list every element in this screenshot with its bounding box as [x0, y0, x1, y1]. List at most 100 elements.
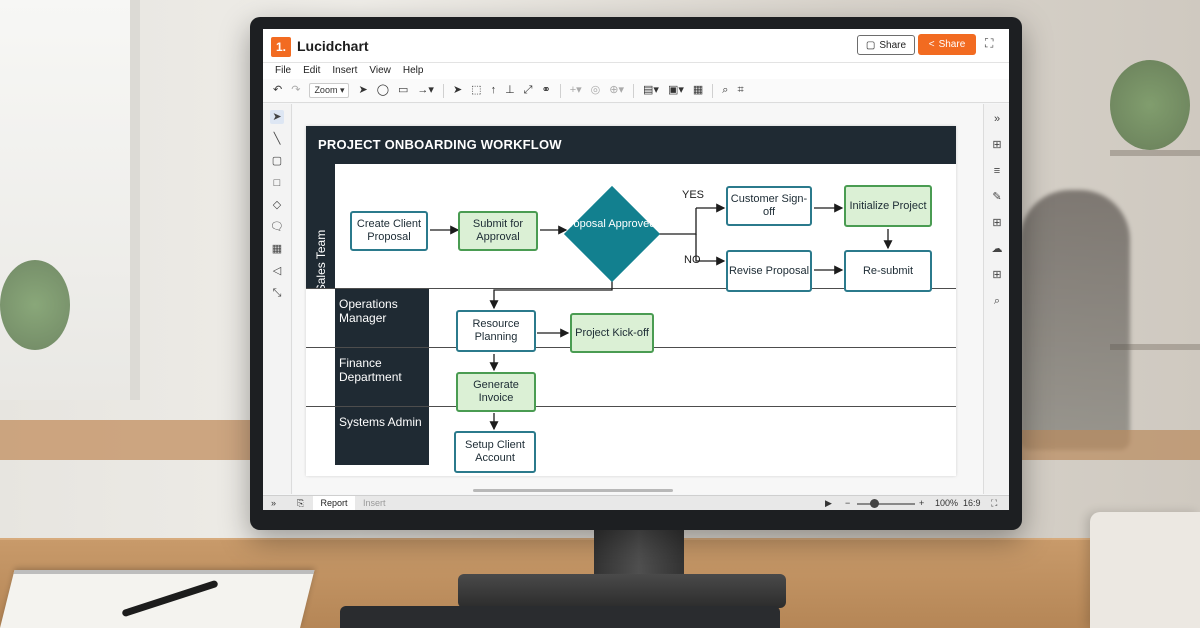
add-panel-icon[interactable]: ⊞ — [992, 139, 1002, 151]
lane-divider — [306, 406, 956, 407]
diagonal-arrow-icon[interactable]: ⤢ — [523, 84, 533, 96]
toolbar-divider — [442, 83, 444, 98]
rect-icon[interactable]: □ — [273, 177, 281, 189]
coffee-mug — [1090, 512, 1200, 628]
zoom-label: Zoom — [314, 85, 338, 95]
node-customer-signoff[interactable]: Customer Sign-off — [726, 186, 812, 226]
node-setup-client-account[interactable]: Setup Client Account — [454, 431, 536, 473]
node-generate-invoice[interactable]: Generate Invoice — [456, 372, 536, 412]
toolbar: ↶ ↷ Zoom ▾ ➤ ◯ ▭ →▾ ➤ ⬚ ↑ ⊥ ⤢ ⚭ +▾ ◎ ⊕▾ … — [263, 79, 1009, 103]
tab-report[interactable]: Report — [313, 496, 355, 510]
pointer-icon[interactable]: ➤ — [358, 84, 368, 96]
zoom-in-icon[interactable]: + — [919, 498, 925, 508]
add-page-icon[interactable]: ⊞ — [992, 269, 1002, 281]
zoom-level[interactable]: 100% — [935, 498, 959, 508]
menu-file[interactable]: File — [275, 65, 292, 76]
menu-help[interactable]: Help — [402, 65, 424, 76]
monitor: 1. Lucidchart ▢ Share < Share ⛶ File Edi… — [250, 17, 1022, 530]
node-create-client-proposal[interactable]: Create Client Proposal — [350, 211, 428, 251]
add-shape-icon[interactable]: ⊞ — [992, 217, 1002, 229]
crop-frame-icon[interactable]: ⬚ — [471, 84, 482, 96]
node-proposal-approved: Proposal Approved? — [562, 218, 662, 230]
toolbar-divider — [559, 83, 561, 98]
lane-header-systems[interactable]: Systems Admin — [335, 407, 429, 465]
keyboard — [340, 606, 780, 628]
zoom-out-icon[interactable]: − — [845, 498, 851, 508]
select-icon[interactable]: ➤ — [452, 84, 463, 96]
crop-icon[interactable]: ⌗ — [737, 84, 744, 96]
add-icon[interactable]: +▾ — [569, 84, 582, 96]
collapse-icon[interactable]: » — [271, 498, 277, 508]
zoom-slider-handle[interactable] — [870, 499, 879, 508]
fullscreen-icon[interactable]: ⛶ — [985, 36, 994, 50]
format-icon[interactable]: ▣▾ — [667, 84, 684, 96]
share-secondary-label: Share — [879, 39, 907, 51]
fit-screen-icon[interactable]: ⛶ — [991, 498, 998, 508]
rectangle-icon[interactable]: ▭ — [398, 84, 409, 96]
plus-dropdown-icon[interactable]: ⊕▾ — [609, 84, 625, 96]
pointer-icon[interactable]: ➤ — [270, 110, 284, 124]
arrow-head-icon[interactable]: ◁ — [272, 265, 282, 277]
menu-view[interactable]: View — [369, 65, 391, 76]
arrow-line-icon[interactable]: →▾ — [417, 84, 434, 96]
node-revise-proposal[interactable]: Revise Proposal — [726, 250, 812, 292]
share-secondary-button[interactable]: ▢ Share — [857, 35, 915, 55]
zoom-slider[interactable] — [857, 503, 915, 505]
canvas[interactable]: PROJECT ONBOARDING WORKFLOW Sales Team O… — [293, 104, 983, 494]
node-resubmit[interactable]: Re-submit — [844, 250, 932, 292]
align-bottom-icon[interactable]: ⊥ — [505, 84, 515, 96]
table-icon[interactable]: ▦ — [692, 84, 704, 96]
connector-to-no — [695, 234, 704, 262]
diagram-page[interactable]: PROJECT ONBOARDING WORKFLOW Sales Team O… — [306, 126, 956, 476]
ellipse-icon[interactable]: ◯ — [376, 84, 390, 96]
app-logo[interactable]: 1. — [271, 37, 291, 57]
line-icon[interactable]: ╲ — [273, 133, 281, 145]
expand-icon[interactable]: » — [993, 113, 1001, 125]
present-icon[interactable]: ▶ — [825, 498, 832, 508]
menu-insert[interactable]: Insert — [332, 65, 358, 76]
diagonal-icon[interactable]: ⤡ — [272, 287, 282, 299]
branch-no-label: NO — [684, 254, 701, 266]
left-shape-toolbar: ➤ ╲ ▢ □ ◇ 🗨 ▦ ◁ ⤡ — [263, 104, 292, 494]
status-bar: » ⎘ Report Insert ▶ − + 100% 16:9 ⛶ — [263, 495, 1009, 510]
monitor-stand-base — [458, 574, 786, 608]
lane-header-operations[interactable]: Operations Manager — [335, 289, 429, 347]
tab-insert[interactable]: Insert — [363, 498, 386, 508]
right-panel-toolbar: » ⊞ ≡ ✎ ⊞ ☁ ⊞ ⌕ — [983, 104, 1009, 494]
search-icon[interactable]: ⌕ — [722, 84, 729, 96]
branch-yes-label: YES — [682, 189, 705, 201]
timer-icon[interactable]: ◎ — [590, 84, 601, 96]
note-icon[interactable]: 🗨 — [270, 221, 284, 233]
share-button[interactable]: < Share — [918, 34, 976, 55]
node-resource-planning[interactable]: Resource Planning — [456, 310, 536, 352]
link-icon[interactable]: ⚭ — [541, 84, 551, 96]
horizontal-scrollbar[interactable] — [473, 489, 673, 492]
node-submit-for-approval[interactable]: Submit for Approval — [458, 211, 538, 251]
page-icon[interactable]: ⎘ — [297, 498, 305, 508]
arrow-up-icon[interactable]: ↑ — [490, 84, 497, 96]
background-right-desk — [1020, 430, 1200, 460]
background-side-desk — [0, 420, 260, 460]
undo-icon[interactable]: ↶ — [273, 84, 283, 96]
node-initialize-project[interactable]: Initialize Project — [844, 185, 932, 227]
list-icon[interactable]: ≡ — [993, 165, 1001, 177]
edit-icon[interactable]: ✎ — [992, 191, 1002, 203]
grid-shape-icon[interactable]: ▦ — [271, 243, 283, 255]
toolbar-divider — [633, 83, 635, 98]
search-icon[interactable]: ⌕ — [993, 295, 1001, 307]
toolbar-divider — [712, 83, 714, 98]
style-icon[interactable]: ▤▾ — [643, 84, 659, 96]
redo-icon[interactable]: ↷ — [291, 84, 301, 96]
rounded-rect-icon[interactable]: ▢ — [271, 155, 283, 167]
cloud-icon[interactable]: ☁ — [991, 243, 1003, 255]
lane-header-finance[interactable]: Finance Department — [335, 348, 429, 406]
menu-edit[interactable]: Edit — [303, 65, 321, 76]
aspect-ratio[interactable]: 16:9 — [963, 498, 981, 508]
node-project-kickoff[interactable]: Project Kick-off — [570, 313, 654, 353]
lane-header-sales[interactable]: Sales Team — [306, 164, 335, 292]
diamond-icon[interactable]: ◇ — [272, 199, 282, 211]
zoom-dropdown[interactable]: Zoom ▾ — [309, 83, 350, 98]
app-title: Lucidchart — [297, 38, 369, 54]
diagram-title[interactable]: PROJECT ONBOARDING WORKFLOW — [306, 126, 956, 164]
share-icon: < — [928, 39, 935, 50]
